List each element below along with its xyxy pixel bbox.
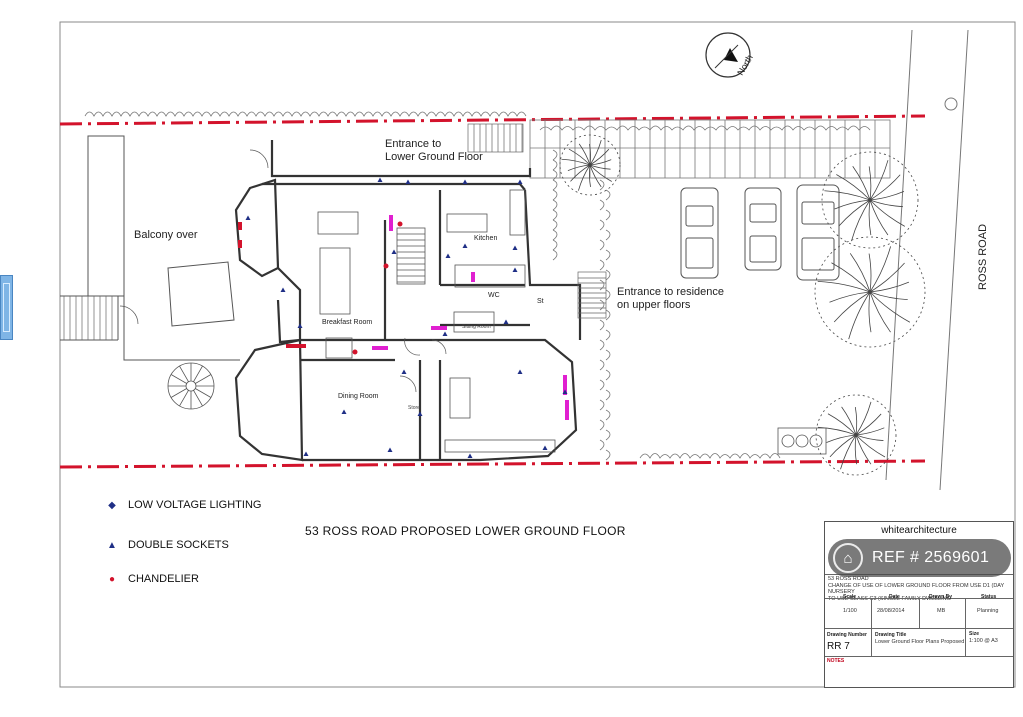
sitting-room-label: Sitting Room — [462, 324, 491, 330]
firm-name: whitearchitecture — [881, 525, 957, 536]
side-tab[interactable] — [0, 275, 13, 340]
drawn-label: Drawn By — [929, 594, 953, 600]
size-label: Size — [969, 631, 980, 637]
entrance-stairs — [467, 123, 607, 319]
number-value: RR 7 — [827, 641, 850, 652]
store-label: St — [537, 298, 544, 305]
legend-label: DOUBLE SOCKETS — [128, 539, 229, 551]
number-label: Drawing Number — [827, 632, 868, 638]
ross-road-label: ROSS ROAD — [977, 223, 989, 290]
wc-label: WC — [488, 292, 500, 299]
breakfast-room-label: Breakfast Room — [322, 319, 373, 326]
drawing-title: 53 ROSS ROAD PROPOSED LOWER GROUND FLOOR — [305, 524, 626, 538]
dot-icon: ● — [108, 573, 116, 585]
triangle-icon: ▲ — [107, 539, 117, 551]
trees — [559, 134, 926, 476]
sheet-border — [59, 21, 1016, 688]
ref-badge: ⌂ REF # 2569601 — [828, 539, 1011, 577]
internal-fixtures — [317, 189, 556, 453]
date-value: 28/08/2014 — [877, 608, 905, 614]
ref-text: REF # 2569601 — [872, 549, 990, 566]
entrance-lower-label: Entrance to Lower Ground Floor — [385, 138, 483, 163]
north-arrow-icon — [705, 32, 751, 78]
entrance-residence-label: Entrance to residence on upper floors — [617, 286, 725, 311]
legend-label: CHANDELIER — [128, 573, 199, 585]
bike-rack — [777, 427, 827, 455]
balcony-area — [60, 135, 240, 361]
balcony-label: Balcony over — [134, 229, 198, 241]
size-value: 1:100 @ A3 — [969, 638, 998, 644]
house-walls — [234, 140, 582, 462]
legend-double-sockets: ▲ DOUBLE SOCKETS — [106, 539, 229, 551]
kitchen-label: Kitchen — [474, 235, 498, 242]
scale-value: 1/100 — [843, 608, 857, 614]
door-swings — [119, 149, 447, 393]
drawn-value: MB — [937, 608, 946, 614]
spiral-stair — [167, 362, 215, 410]
dining-room-label: Dining Room — [338, 393, 379, 400]
parked-cars — [680, 184, 840, 281]
legend-low-voltage: ◆ LOW VOLTAGE LIGHTING — [106, 499, 261, 511]
hedge-bottom — [639, 453, 781, 459]
legend-label: LOW VOLTAGE LIGHTING — [128, 499, 262, 511]
chandelier-marks — [238, 221, 403, 355]
left-stairs — [63, 296, 113, 340]
home-icon: ⌂ — [833, 543, 863, 573]
dtitle-label: Drawing Title — [875, 632, 907, 638]
radiators — [372, 215, 569, 420]
dtitle-value: Lower Ground Floor Plans Proposed — [875, 639, 965, 645]
status-label: Status — [981, 594, 997, 600]
diamond-icon: ◆ — [108, 499, 116, 511]
notes-label: NOTES — [827, 658, 845, 664]
date-label: Date — [889, 594, 900, 600]
boundary-top — [59, 114, 926, 126]
legend-chandelier: ● CHANDELIER — [106, 573, 199, 585]
road-edges — [885, 29, 969, 491]
status-value: Planning — [977, 608, 999, 614]
hedge-right — [552, 149, 611, 461]
parking-paving — [529, 119, 891, 179]
socket-marks — [245, 177, 568, 458]
boundary-bottom — [59, 459, 926, 469]
store2-label: Store — [408, 405, 420, 411]
scale-label: Scale — [843, 594, 857, 600]
